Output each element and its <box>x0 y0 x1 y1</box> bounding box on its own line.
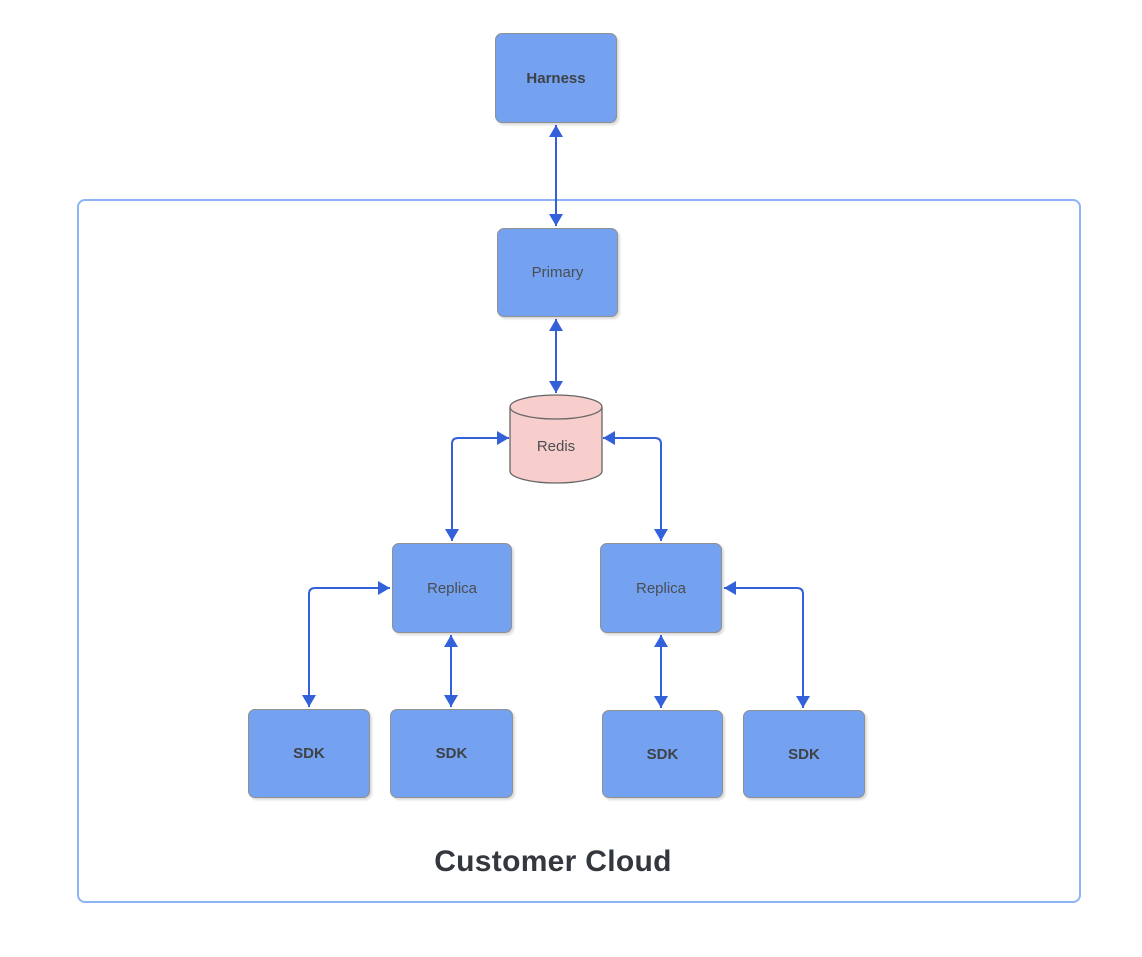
node-replica-right-label: Replica <box>635 579 687 597</box>
node-primary: Primary <box>497 228 618 317</box>
customer-cloud-boundary <box>77 199 1081 903</box>
node-replica-left: Replica <box>392 543 512 633</box>
customer-cloud-title: Customer Cloud <box>434 845 672 878</box>
node-harness: Harness <box>495 33 617 123</box>
node-sdk-1-label: SDK <box>293 745 325 762</box>
node-sdk-4: SDK <box>743 710 865 798</box>
node-sdk-3-label: SDK <box>646 745 679 763</box>
node-sdk-4-label: SDK <box>788 745 820 763</box>
node-sdk-3: SDK <box>602 710 723 798</box>
node-redis-label: Redis <box>536 437 576 455</box>
node-replica-right: Replica <box>600 543 722 633</box>
node-harness-label: Harness <box>526 69 586 87</box>
node-sdk-2: SDK <box>390 709 513 798</box>
node-sdk-2-label: SDK <box>435 745 468 762</box>
node-replica-left-label: Replica <box>426 579 478 597</box>
node-primary-label: Primary <box>531 264 584 281</box>
node-sdk-1: SDK <box>248 709 370 798</box>
